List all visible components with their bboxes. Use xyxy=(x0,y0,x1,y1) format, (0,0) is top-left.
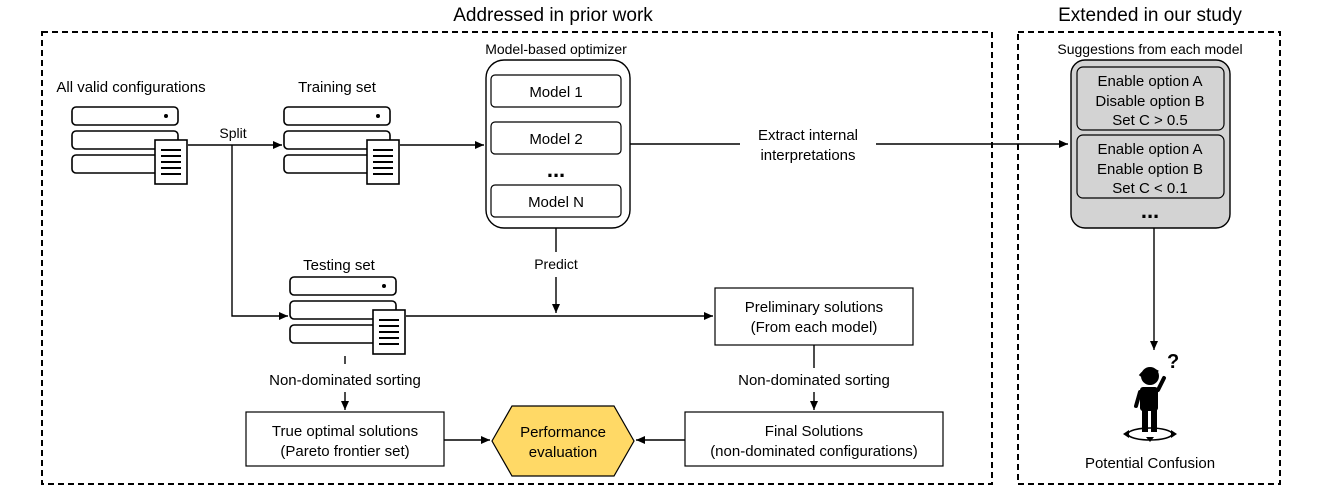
suggestion-2-line-1: Enable option A xyxy=(1097,141,1202,158)
final-label-2: (non-dominated configurations) xyxy=(710,443,918,460)
suggestions-ellipsis: ... xyxy=(1141,198,1159,223)
prior-work-frame xyxy=(41,31,993,485)
suggestion-1-line-1: Enable option A xyxy=(1097,73,1202,90)
potential-confusion-label: Potential Confusion xyxy=(1085,455,1215,472)
final-label-1: Final Solutions xyxy=(765,423,863,440)
preliminary-label-1: Preliminary solutions xyxy=(745,299,883,316)
our-study-title: Extended in our study xyxy=(1058,5,1242,26)
preliminary-solutions-box xyxy=(714,287,914,346)
extract-label-bg xyxy=(740,122,876,166)
our-study-frame xyxy=(1017,31,1281,485)
split-to-testing-arrow xyxy=(231,145,288,320)
model-2-box xyxy=(490,121,622,155)
final-solutions-box xyxy=(684,411,944,467)
extract-label-1: Extract internal xyxy=(758,127,858,144)
suggestion-2-line-3: Set C < 0.1 xyxy=(1112,180,1187,197)
performance-evaluation-hexagon xyxy=(491,405,635,477)
testing-set-server-icon xyxy=(289,276,406,355)
suggestion-1-line-2: Disable option B xyxy=(1095,93,1204,110)
training-set-server-icon xyxy=(283,106,400,185)
suggestion-1-line-3: Set C > 0.5 xyxy=(1112,112,1187,129)
suggestion-group-2 xyxy=(1076,134,1225,199)
all-configs-server-icon xyxy=(71,106,188,185)
suggestion-group-1 xyxy=(1076,66,1225,131)
suggestions-title: Suggestions from each model xyxy=(1057,41,1242,57)
model-1-label: Model 1 xyxy=(529,84,582,101)
confused-person-icon: ? xyxy=(1123,351,1179,442)
suggestion-2-line-2: Enable option B xyxy=(1097,161,1203,178)
training-set-label: Training set xyxy=(298,79,377,96)
true-optimal-label-2: (Pareto frontier set) xyxy=(280,443,409,460)
nds-left-label: Non-dominated sorting xyxy=(269,372,421,389)
question-mark-icon: ? xyxy=(1167,351,1179,373)
optimizer-title: Model-based optimizer xyxy=(485,41,627,57)
all-configs-label: All valid configurations xyxy=(56,79,205,96)
model-n-label: Model N xyxy=(528,194,584,211)
extract-label-2: interpretations xyxy=(760,147,855,164)
preliminary-label-2: (From each model) xyxy=(751,319,878,336)
performance-label-2: evaluation xyxy=(529,444,597,461)
true-optimal-label-1: True optimal solutions xyxy=(272,423,418,440)
testing-set-label: Testing set xyxy=(303,257,376,274)
model-2-label: Model 2 xyxy=(529,131,582,148)
models-ellipsis: ... xyxy=(547,157,565,182)
split-label: Split xyxy=(219,125,246,141)
nds-right-label: Non-dominated sorting xyxy=(738,372,890,389)
true-optimal-box xyxy=(245,411,445,467)
performance-label-1: Performance xyxy=(520,424,606,441)
predict-label: Predict xyxy=(534,256,578,272)
prior-work-title: Addressed in prior work xyxy=(453,5,653,26)
model-n-box xyxy=(490,184,622,218)
model-1-box xyxy=(490,74,622,108)
